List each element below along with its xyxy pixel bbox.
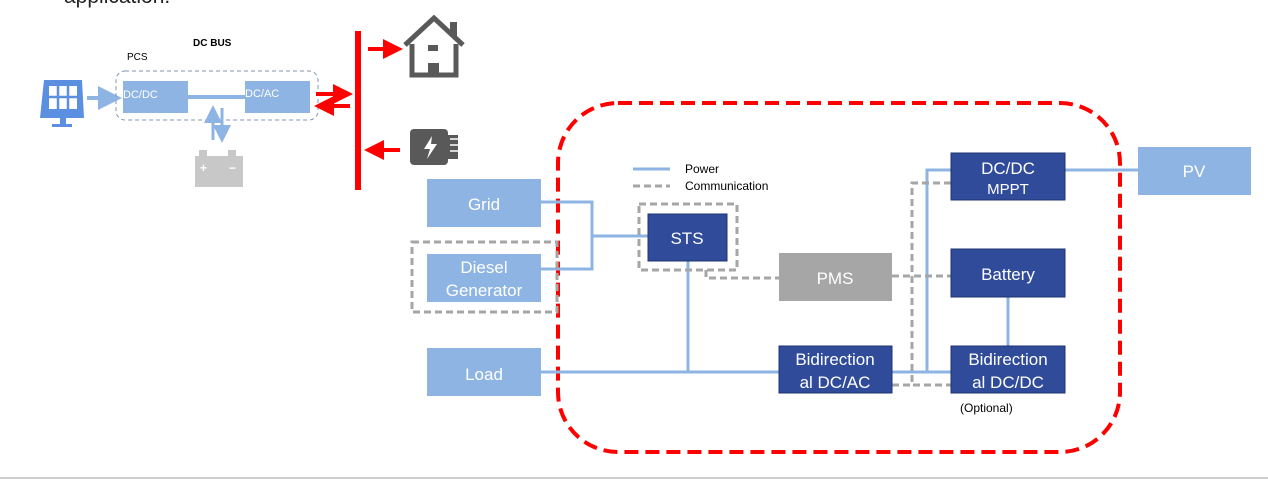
svg-text:Generator: Generator <box>446 281 523 300</box>
header-text: application. <box>64 0 170 8</box>
svg-text:Diesel: Diesel <box>460 258 507 277</box>
dc-bus-label: DC BUS <box>193 38 232 49</box>
legend-comm-label: Communication <box>685 179 768 193</box>
svg-text:Grid: Grid <box>468 195 500 214</box>
legend-power-label: Power <box>685 162 719 176</box>
svg-text:+: + <box>200 161 207 175</box>
pcs-dcdc-box <box>123 81 188 113</box>
bidirectional-dcdc-block: Bidirection al DC/DC <box>950 345 1066 394</box>
pcs-dcac-box <box>245 81 310 113</box>
svg-text:STS: STS <box>670 229 703 248</box>
pv-block: PV <box>1138 147 1251 195</box>
power-lines <box>541 168 1138 374</box>
ac-bus-bar <box>355 31 361 190</box>
svg-text:al DC/AC: al DC/AC <box>800 373 871 392</box>
solar-panel-icon <box>40 80 84 127</box>
pcs-dcac-label: DC/AC <box>245 88 279 100</box>
battery-block: Battery <box>950 248 1066 298</box>
svg-text:PV: PV <box>1183 162 1206 181</box>
diesel-generator-block: Diesel Generator <box>427 254 541 302</box>
pcs-dcdc-label: DC/DC <box>123 89 158 101</box>
svg-text:Battery: Battery <box>981 265 1035 284</box>
svg-text:al DC/DC: al DC/DC <box>972 373 1044 392</box>
dcdc-mppt-block: DC/DC MPPT <box>950 152 1066 201</box>
sts-block: STS <box>647 213 728 262</box>
communication-lines <box>410 181 951 387</box>
svg-text:MPPT: MPPT <box>987 181 1029 198</box>
battery-icon: + − <box>195 150 243 187</box>
svg-text:−: − <box>229 161 236 175</box>
microgrid-boundary <box>556 101 1122 454</box>
svg-text:DC/DC: DC/DC <box>981 159 1035 178</box>
generator-icon <box>410 129 458 165</box>
svg-text:Bidirection: Bidirection <box>795 350 874 369</box>
svg-text:Load: Load <box>465 365 503 384</box>
pcs-label: PCS <box>127 52 148 63</box>
bidirectional-dcac-block: Bidirection al DC/AC <box>778 345 893 394</box>
svg-text:PMS: PMS <box>817 269 854 288</box>
grid-block: Grid <box>427 179 541 227</box>
svg-text:Bidirection: Bidirection <box>968 350 1047 369</box>
house-icon <box>403 14 465 78</box>
load-block: Load <box>427 348 541 396</box>
pms-block: PMS <box>779 253 892 301</box>
optional-label: (Optional) <box>960 401 1013 415</box>
